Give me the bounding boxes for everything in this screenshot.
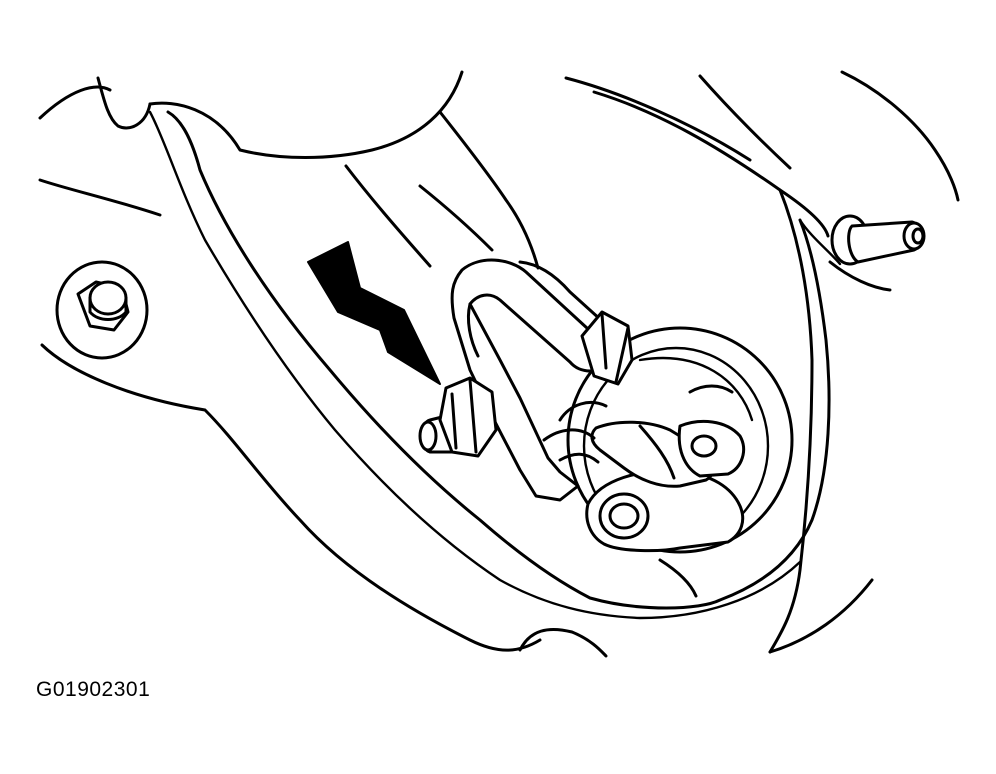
upper-shaft-body	[344, 110, 540, 270]
right-stud	[830, 214, 926, 266]
left-housing-bolt	[55, 260, 149, 360]
clamp-bolt	[418, 376, 498, 458]
arrow-icon	[307, 241, 441, 385]
inner-shroud-opening	[148, 110, 842, 620]
shift-clevis	[450, 258, 614, 502]
shift-lever-linkage	[542, 384, 745, 598]
figure-code-label: G01902301	[36, 678, 151, 701]
lock-nut	[580, 310, 634, 386]
housing-outer-contours	[38, 70, 960, 658]
